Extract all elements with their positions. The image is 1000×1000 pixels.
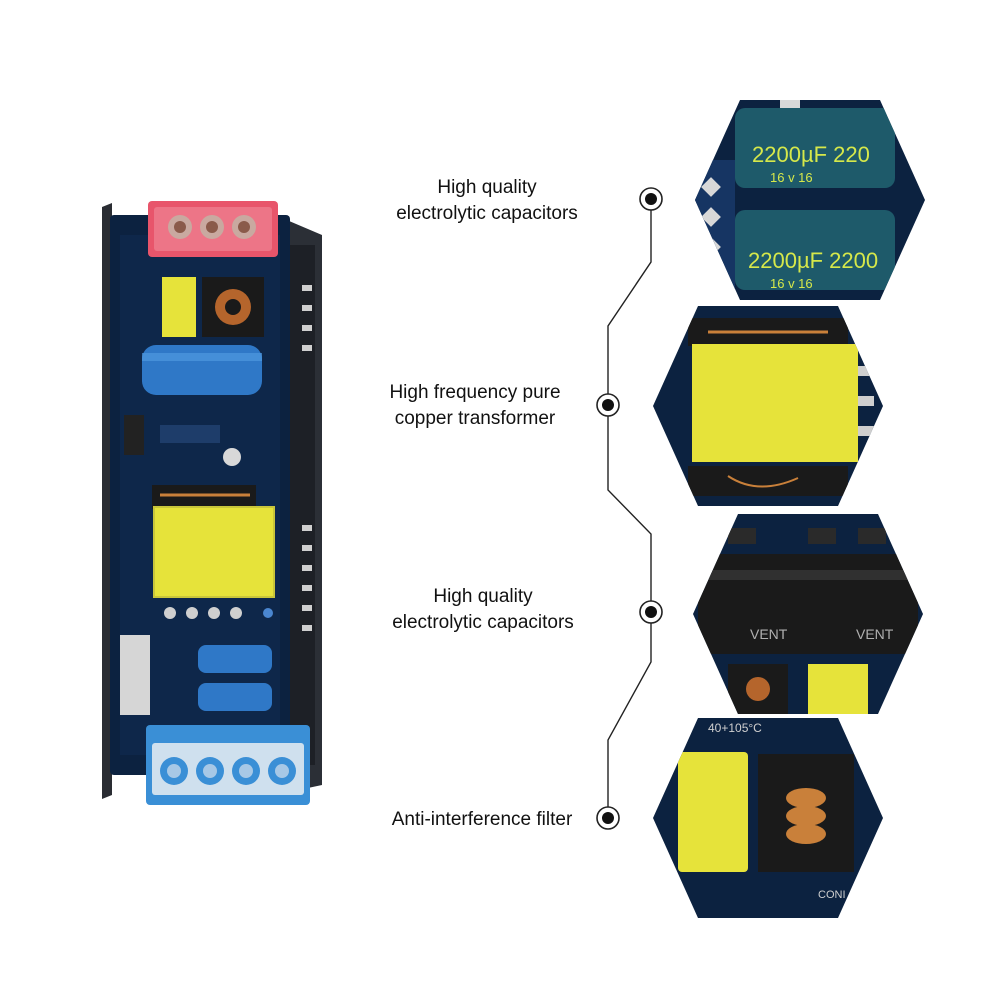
capacitor-brand: VENT [750, 626, 788, 642]
filter-board-marking: CONI [818, 889, 846, 901]
detail-hexagon-capacitors-2: VENT VENT [688, 514, 928, 714]
feature-label-line2: electrolytic capacitors [396, 203, 578, 224]
capacitor-marking: 2200µF 220 [752, 142, 870, 167]
node-dot-icon [596, 806, 620, 830]
capacitor-voltage: 16 v 16 [770, 276, 813, 291]
detail-hexagon-transformer [648, 306, 888, 506]
feature-label-line2: copper transformer [394, 408, 556, 429]
feature-label-capacitors-2: High quality electrolytic capacitors [368, 584, 598, 636]
node-dot-icon [639, 187, 663, 211]
detail-hexagon-capacitors-1: 2200µF 220 16 v 16 2200µF 2200 16 v 16 [690, 100, 930, 300]
feature-label-line2: electrolytic capacitors [392, 612, 574, 633]
detail-hexagon-filter: 40+105°C CONI [648, 718, 888, 918]
feature-label-line1: High quality [433, 586, 533, 607]
feature-label-line1: High quality [437, 177, 537, 198]
feature-label-transformer: High frequency pure copper transformer [370, 380, 580, 432]
filter-temp-marking: 40+105°C [708, 721, 762, 735]
feature-label-line1: High frequency pure [389, 382, 561, 403]
feature-label-filter: Anti-interference filter [372, 807, 592, 833]
feature-label-line1: Anti-interference filter [391, 809, 573, 830]
power-supply-board [90, 195, 340, 815]
capacitor-marking: 2200µF 2200 [748, 248, 878, 273]
capacitor-brand: VENT [856, 626, 894, 642]
feature-label-capacitors-1: High quality electrolytic capacitors [372, 175, 602, 227]
node-dot-icon [596, 393, 620, 417]
node-dot-icon [639, 600, 663, 624]
capacitor-voltage: 16 v 16 [770, 170, 813, 185]
